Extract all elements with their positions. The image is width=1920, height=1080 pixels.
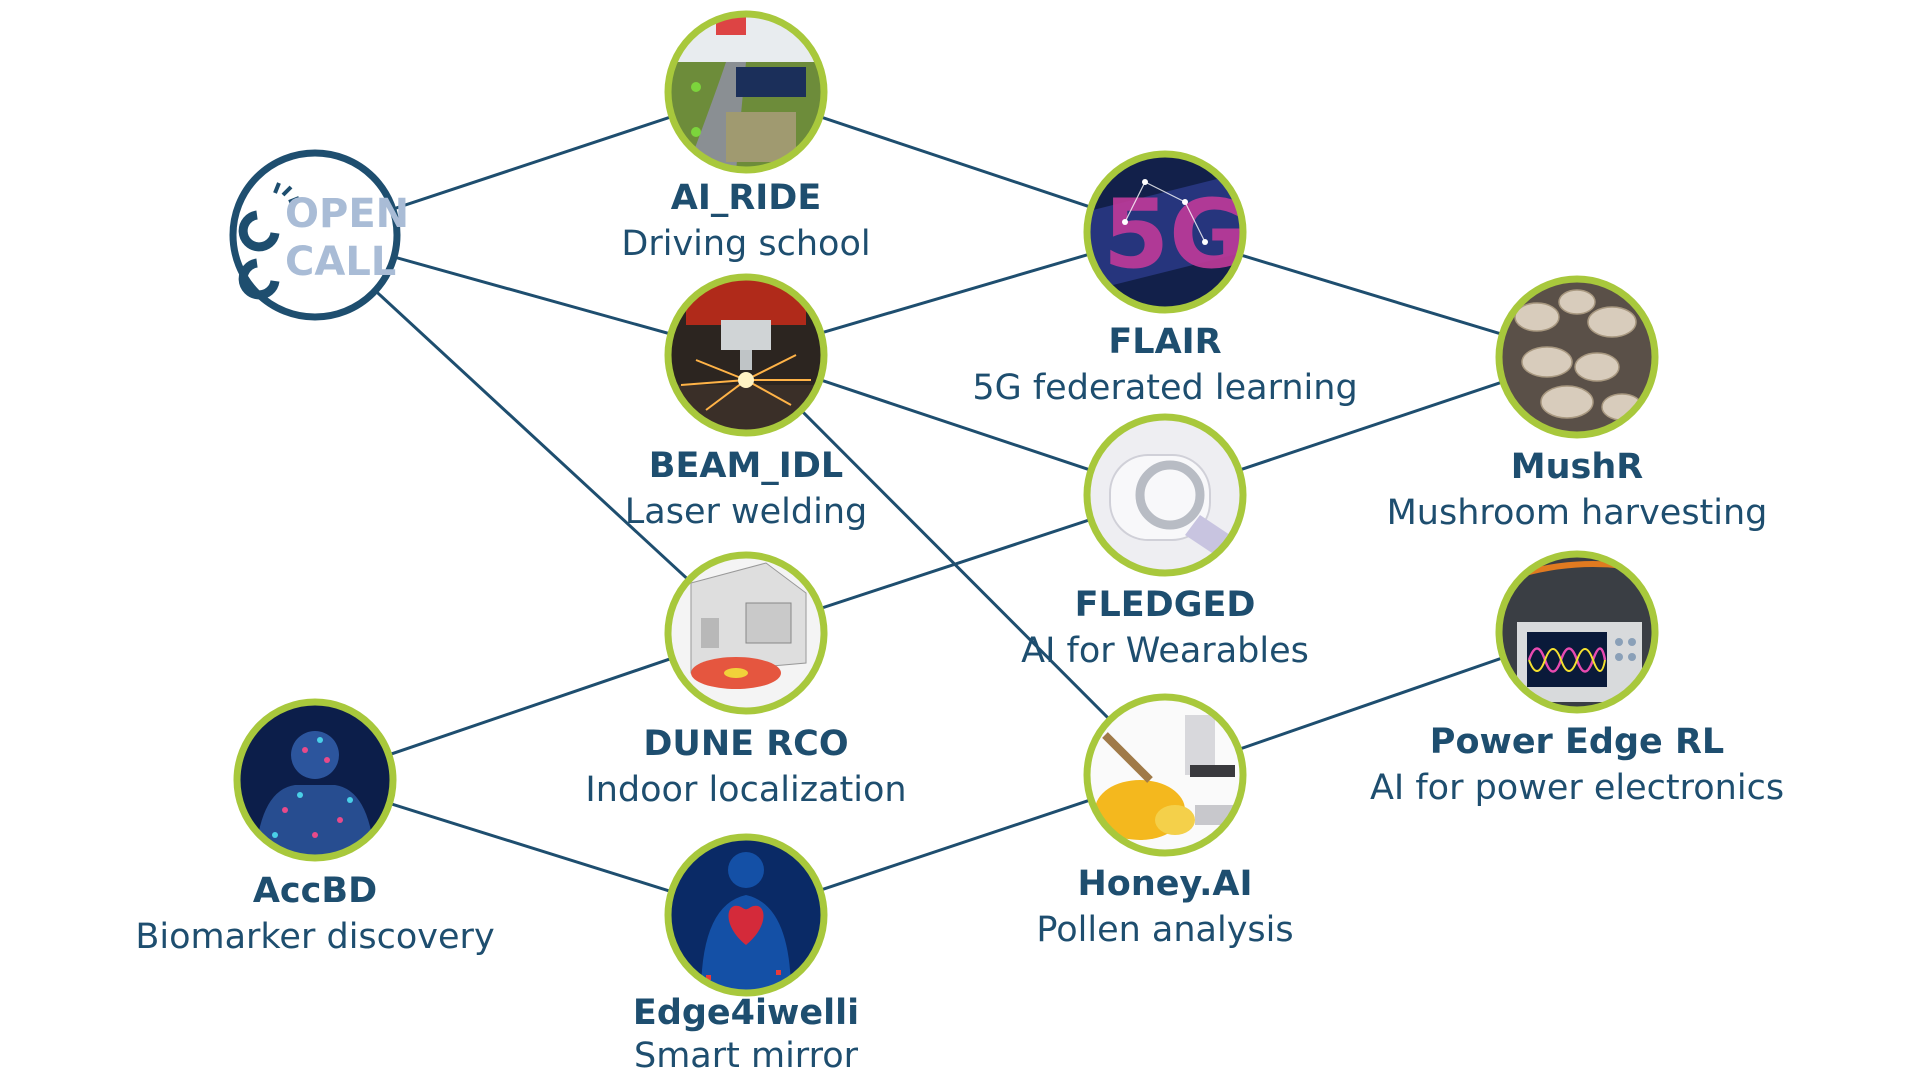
node-title-accbd: AccBD — [252, 871, 378, 911]
node-edge4iwelli[interactable] — [664, 833, 828, 997]
node-subtitle-power_edge_rl: AI for power electronics — [1369, 768, 1785, 808]
node-subtitle-edge4iwelli: Smart mirror — [633, 1036, 859, 1076]
node-title-mushr: MushR — [1510, 447, 1644, 487]
node-honey_ai[interactable] — [1083, 693, 1247, 857]
node-subtitle-honey_ai: Pollen analysis — [1036, 910, 1294, 950]
open-call-logo-icon: OPEN CALL — [238, 182, 409, 300]
driving-simulator-image — [671, 17, 821, 167]
node-flair[interactable]: 5G — [1083, 150, 1247, 314]
node-fledged[interactable] — [1083, 413, 1247, 577]
edge-open_call-dune_rco — [313, 233, 748, 635]
node-power_edge_rl[interactable] — [1495, 550, 1659, 714]
node-title-dune_rco: DUNE RCO — [643, 724, 849, 764]
node-subtitle-flair: 5G federated learning — [972, 368, 1358, 408]
node-mushr[interactable] — [1495, 275, 1659, 439]
open-call-logo-node[interactable]: OPEN CALL — [229, 149, 409, 321]
wearable-device-image — [1090, 420, 1240, 570]
5g-network-image: 5G — [1090, 157, 1247, 307]
node-subtitle-mushr: Mushroom harvesting — [1386, 493, 1768, 533]
oscilloscope-image — [1502, 557, 1652, 707]
node-subtitle-ai_ride: Driving school — [621, 224, 871, 264]
data-human-image — [240, 705, 390, 855]
logo-line2: CALL — [285, 239, 396, 285]
node-title-ai_ride: AI_RIDE — [670, 178, 822, 218]
node-beam_idl[interactable] — [664, 273, 828, 437]
indoor-room-image — [671, 558, 821, 708]
svg-text:5G: 5G — [1103, 180, 1247, 290]
logo-line1: OPEN — [285, 191, 409, 237]
node-title-beam_idl: BEAM_IDL — [648, 446, 844, 486]
node-subtitle-accbd: Biomarker discovery — [135, 917, 495, 957]
honey-microscope-image — [1090, 700, 1240, 850]
heart-scan-image — [671, 840, 821, 990]
node-ai_ride[interactable] — [664, 10, 828, 174]
node-title-edge4iwelli: Edge4iwelli — [632, 993, 860, 1033]
node-title-fledged: FLEDGED — [1074, 585, 1256, 625]
node-dune_rco[interactable] — [664, 551, 828, 715]
node-subtitle-beam_idl: Laser welding — [624, 492, 868, 532]
node-subtitle-dune_rco: Indoor localization — [585, 770, 907, 810]
node-subtitle-fledged: AI for Wearables — [1021, 631, 1309, 671]
node-title-honey_ai: Honey.AI — [1077, 864, 1253, 904]
node-title-flair: FLAIR — [1108, 322, 1222, 362]
mushrooms-image — [1502, 282, 1652, 432]
node-title-power_edge_rl: Power Edge RL — [1429, 722, 1725, 762]
node-accbd[interactable] — [233, 698, 397, 862]
